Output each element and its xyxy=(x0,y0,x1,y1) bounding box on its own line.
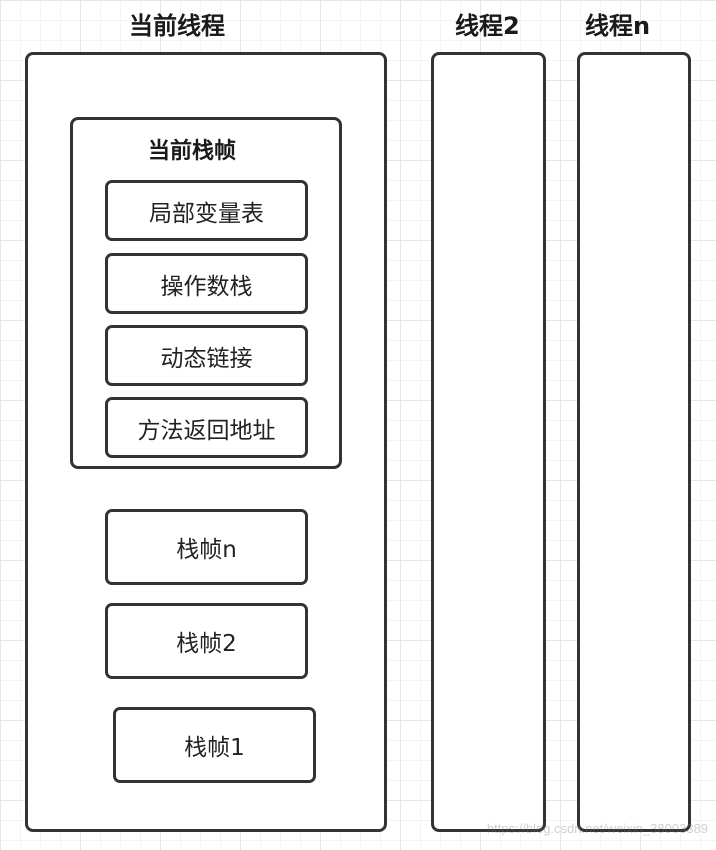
current-frame-title: 当前栈帧 xyxy=(148,139,237,164)
watermark-text: https://blog.csdn.net/weixin_38003389 xyxy=(486,821,708,836)
frame-item-dynamic-linking: 动态链接 xyxy=(105,325,308,386)
stack-frame-1: 栈帧1 xyxy=(113,707,316,783)
current-thread-title: 当前线程 xyxy=(129,12,225,40)
stack-frame-n: 栈帧n xyxy=(105,509,308,585)
threadn-title: 线程n xyxy=(585,12,651,40)
threadn-box xyxy=(577,52,691,832)
frame-item-local-variables: 局部变量表 xyxy=(105,180,308,241)
thread2-title: 线程2 xyxy=(455,12,520,40)
frame-item-operand-stack: 操作数栈 xyxy=(105,253,308,314)
thread2-box xyxy=(431,52,546,832)
stack-frame-2: 栈帧2 xyxy=(105,603,308,679)
frame-item-return-address: 方法返回地址 xyxy=(105,397,308,458)
